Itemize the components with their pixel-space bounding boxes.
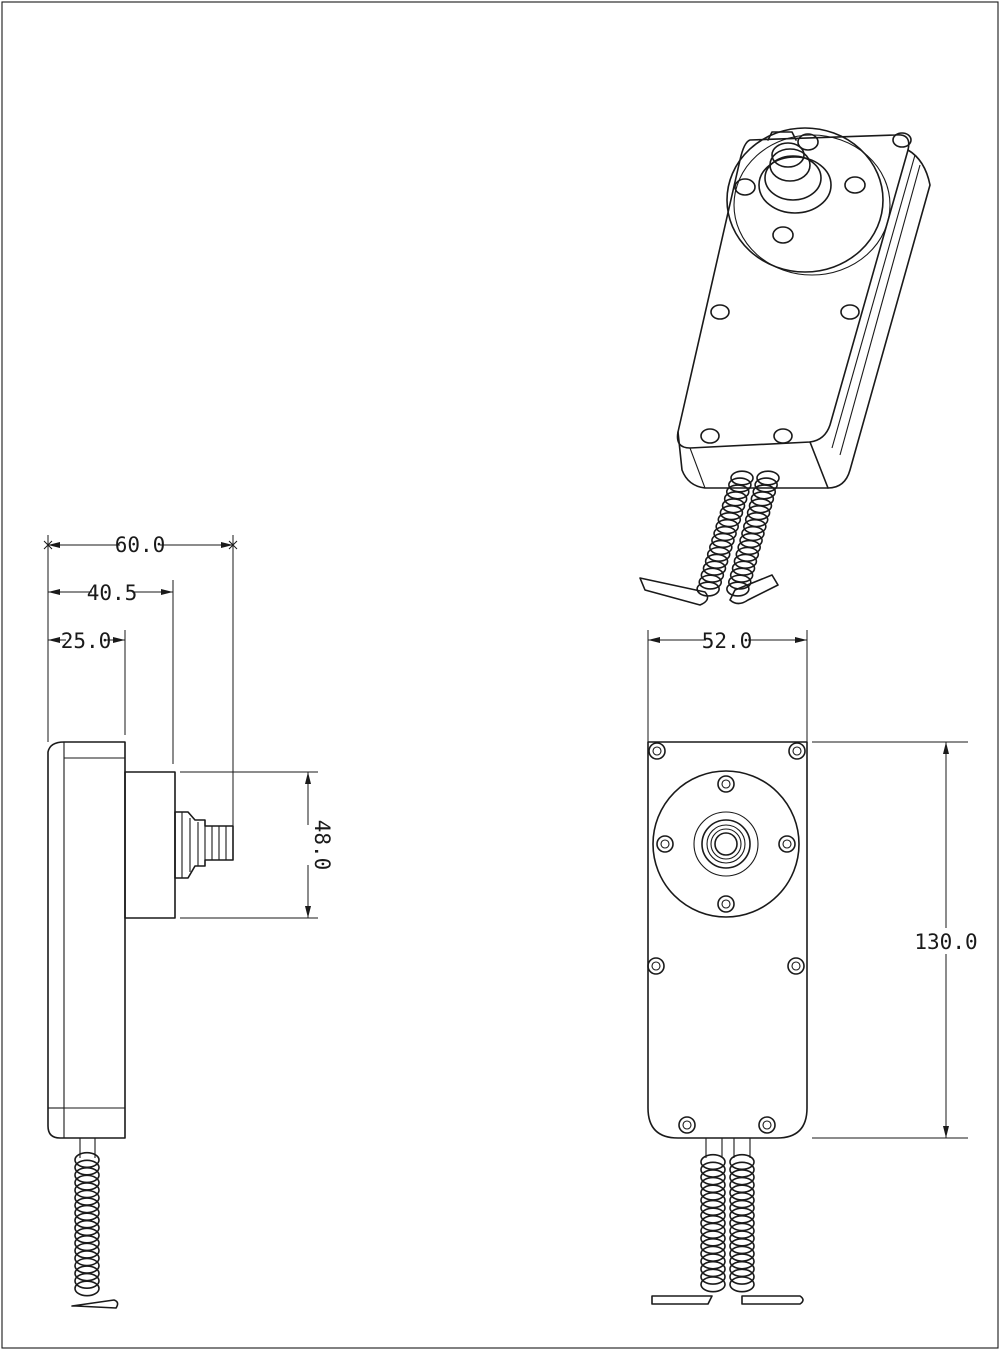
flange-holes	[656, 775, 796, 913]
coil-cable	[726, 470, 780, 597]
dim-body-depth: 25.0	[61, 629, 112, 653]
front-view: 52.0 130.0	[647, 628, 978, 1305]
isometric-view	[639, 127, 931, 606]
dim-flange-height: 48.0	[310, 820, 334, 871]
dim-width: 52.0	[702, 629, 753, 653]
coil-cable	[74, 1151, 100, 1297]
dim-length: 130.0	[914, 930, 977, 954]
side-view: 60.0 40.5 25.0 48.0	[43, 532, 334, 1309]
coil-cable	[729, 1153, 755, 1293]
dim-overall-depth: 60.0	[115, 533, 166, 557]
dim-mid-depth: 40.5	[87, 581, 138, 605]
coil-cable	[696, 470, 754, 597]
coil-cable	[700, 1153, 726, 1293]
body-screws	[647, 742, 806, 1134]
